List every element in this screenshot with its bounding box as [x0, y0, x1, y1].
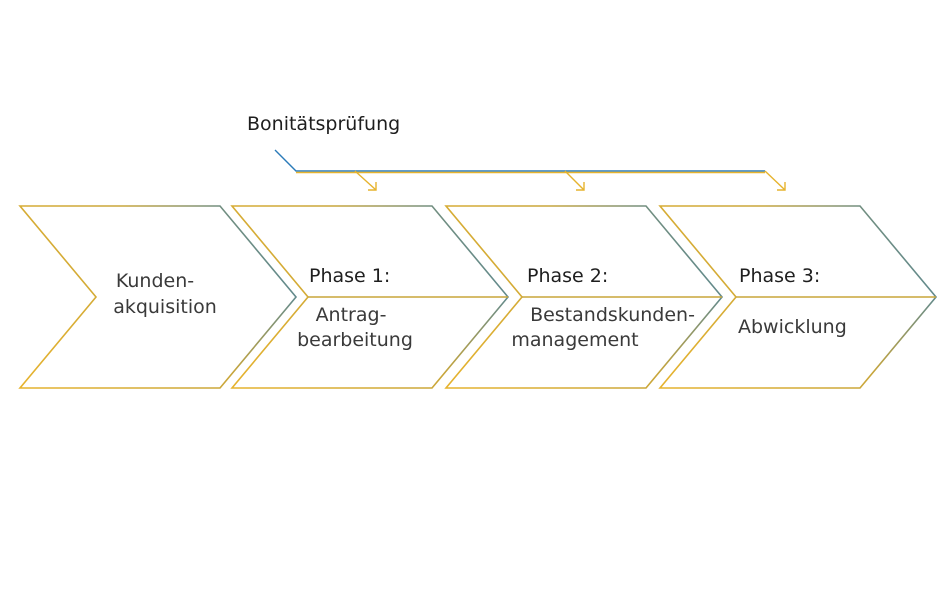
phase-1-heading: Phase 1: [309, 265, 391, 287]
step-3-line1: Bestandskunden- [530, 304, 695, 326]
bonitaetspruefung-label: Bonitätsprüfung [247, 113, 401, 135]
step-4-line1: Abwicklung [738, 316, 847, 338]
bonitaet-arrow-3 [764, 170, 786, 191]
bonitaet-arrowhead-1 [368, 182, 377, 191]
step-3-line2: management [511, 329, 639, 351]
bonitaet-arrow-1 [354, 170, 377, 191]
bonitaet-connector [274, 149, 370, 172]
phase-2-heading: Phase 2: [527, 265, 609, 287]
phase-3-heading: Phase 3: [739, 265, 821, 287]
step-2-line1: Antrag- [315, 304, 387, 326]
step-1-line1: Kunden- [115, 270, 195, 292]
step-1-line2: akquisition [113, 296, 217, 318]
bonitaet-arrowhead-3 [777, 182, 786, 191]
bonitaet-arrow-2 [564, 170, 585, 191]
chevron-kundenakquisition [18, 205, 298, 389]
bonitaet-arrowhead-2 [576, 182, 585, 191]
step-2-line2: bearbeitung [297, 329, 413, 351]
